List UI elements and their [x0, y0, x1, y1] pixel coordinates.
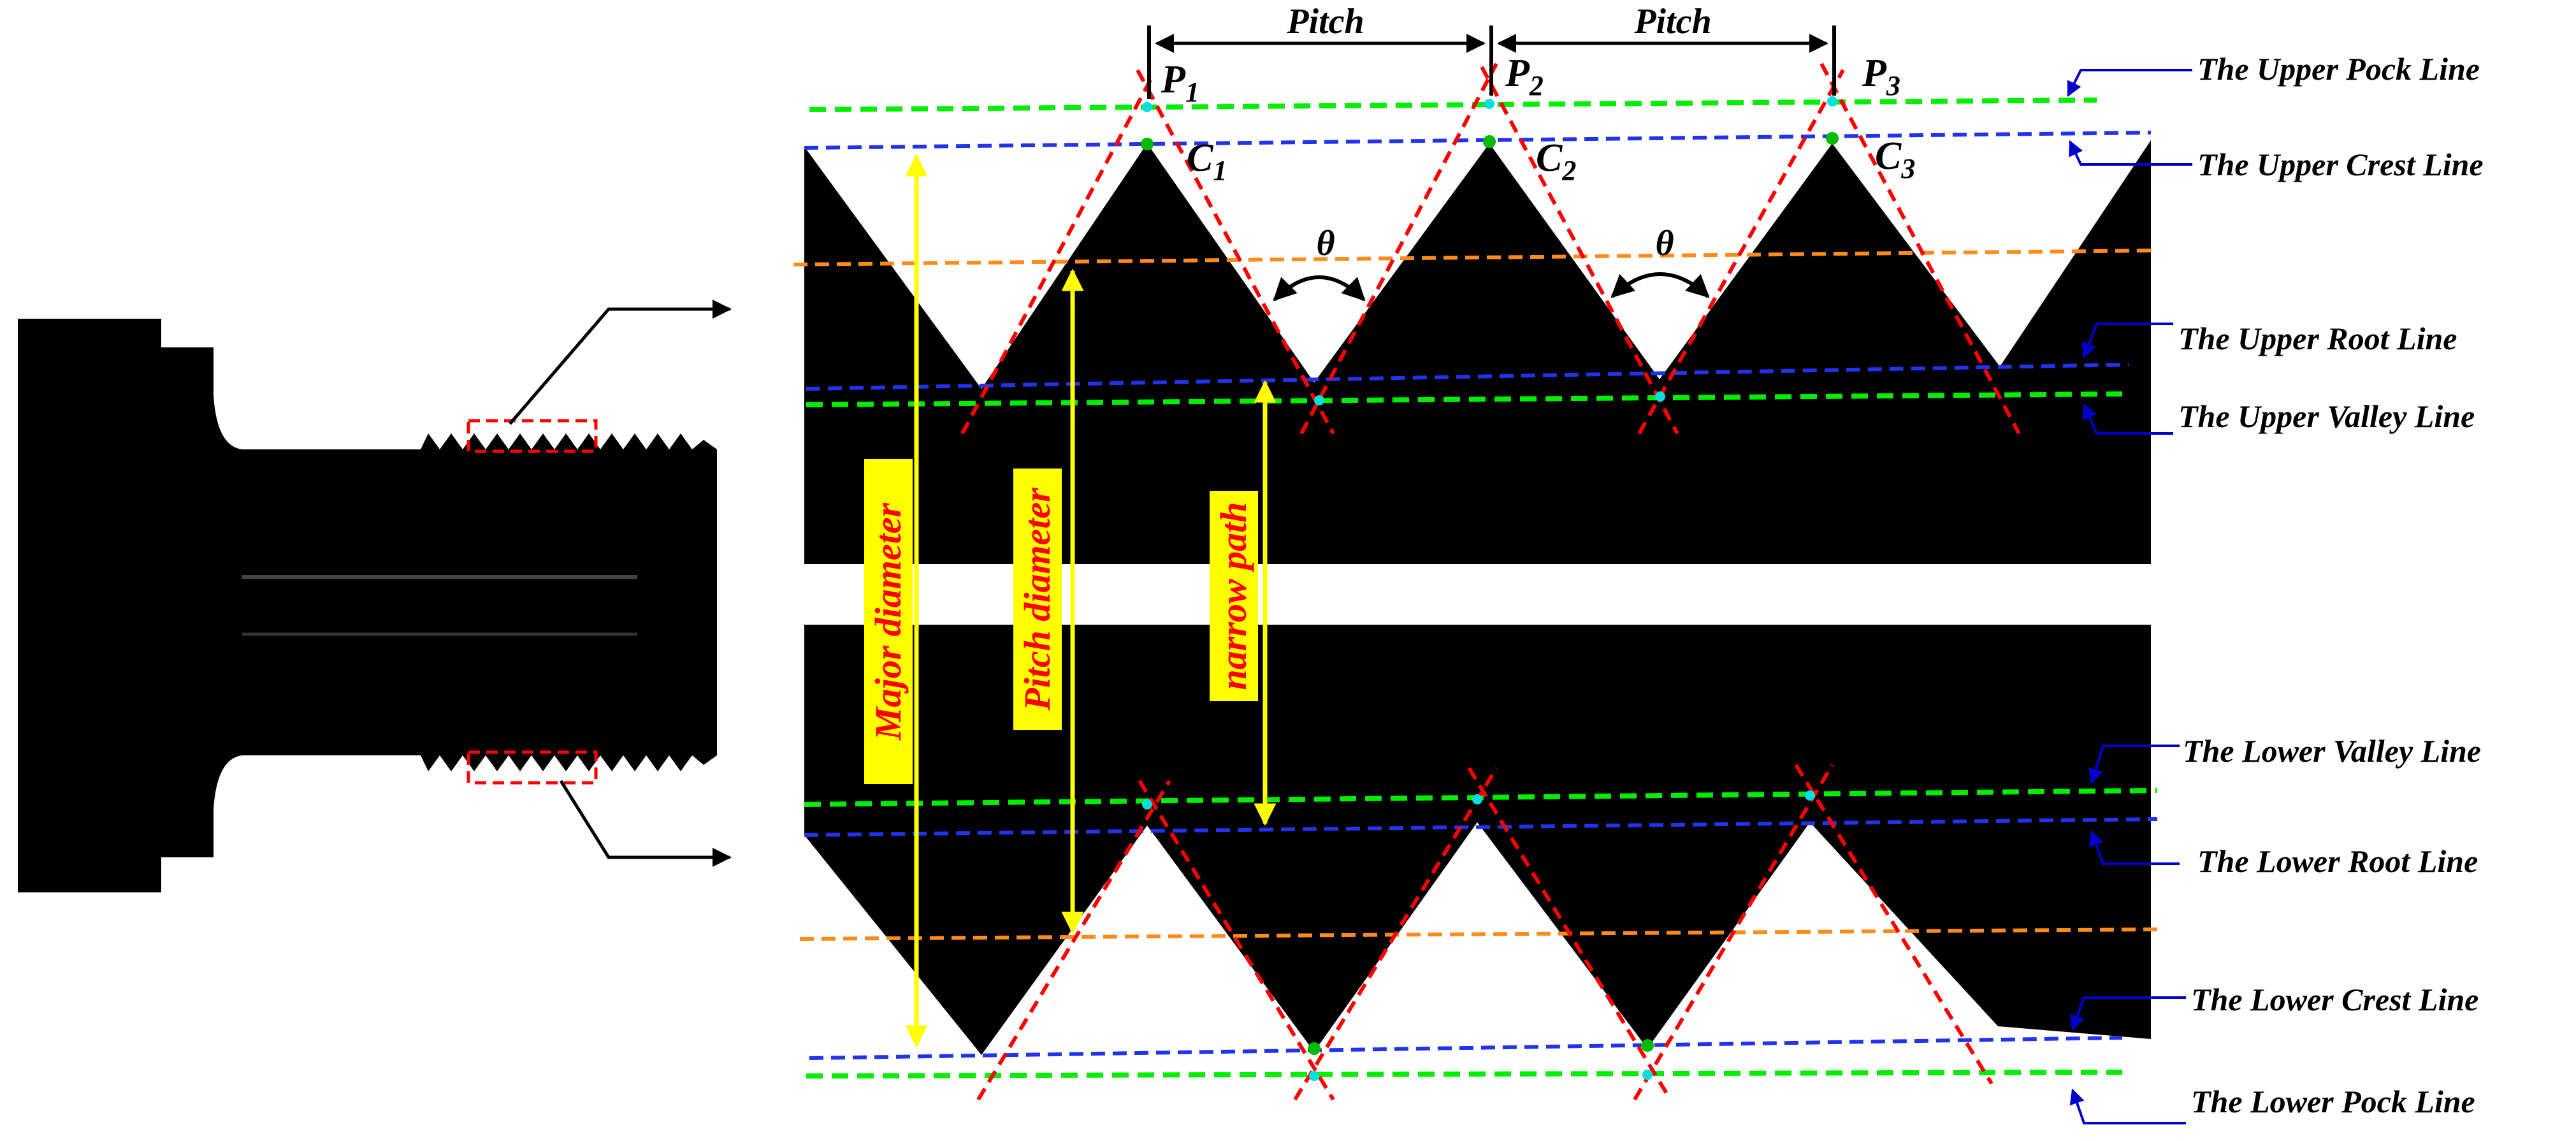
point-label-p1: P1 — [1161, 58, 1199, 108]
upper-crest-line — [804, 131, 2152, 150]
flank-line — [1480, 66, 1679, 435]
label-upper-pock-line: The Upper Pock Line — [2197, 51, 2480, 87]
label-upper-crest-line: The Upper Crest Line — [2197, 147, 2484, 182]
upper-thread-profile — [804, 140, 2151, 564]
label-lower-pock-line: The Lower Pock Line — [2191, 1084, 2475, 1119]
callout-lower-crest — [2070, 996, 2186, 1031]
upper-valley-line — [806, 391, 2123, 407]
upper-zoom-pointer — [509, 300, 732, 425]
lower-pock-line — [806, 1070, 2123, 1079]
valley-point — [1655, 391, 1665, 402]
pock-point — [1642, 1070, 1653, 1080]
diameter-dimensions: Major diameter Pitch diameter narrow pat… — [864, 154, 1277, 1048]
flank-line — [1637, 69, 1845, 435]
pitch-diameter-label: Pitch diameter — [1017, 488, 1058, 711]
line-name-labels: The Upper Pock Line The Upper Crest Line… — [2178, 51, 2484, 1119]
flank-line — [960, 75, 1154, 435]
pitch-diameter-box — [1013, 469, 1062, 730]
label-lower-valley-line: The Lower Valley Line — [2183, 733, 2481, 769]
label-lower-crest-line: The Lower Crest Line — [2191, 982, 2478, 1017]
crest-point — [1483, 135, 1496, 148]
crest-point — [1641, 1039, 1654, 1052]
point-label-c2: C2 — [1536, 136, 1576, 186]
theta-label-left: θ — [1316, 224, 1335, 263]
callout-upper-valley — [2082, 403, 2173, 435]
line-callouts — [2067, 69, 2192, 1124]
pock-point — [1309, 1071, 1319, 1081]
bolt-head — [18, 319, 161, 892]
narrow-path-label: narrow path — [1213, 502, 1254, 690]
valley-point — [1142, 799, 1152, 810]
major-diameter-label: Major diameter — [867, 503, 909, 741]
lower-thread-selection-box — [467, 750, 598, 785]
callout-upper-pock — [2067, 69, 2192, 98]
crest-point — [1141, 138, 1154, 150]
label-upper-root-line: The Upper Root Line — [2178, 321, 2457, 356]
theta-arc-right — [1610, 272, 1710, 298]
callout-upper-root — [2081, 323, 2173, 359]
lower-zoom-pointer — [559, 780, 732, 867]
flank-line — [976, 780, 1171, 1101]
lower-thread-fill — [804, 625, 2151, 1055]
bolt-silhouette — [18, 300, 732, 892]
lower-pitch-line — [799, 927, 2158, 941]
lower-root-line — [804, 817, 2158, 837]
narrow-path-box — [1210, 491, 1258, 701]
flank-line — [1136, 69, 1335, 435]
point-label-c1: C1 — [1187, 136, 1227, 186]
bolt-shoulder — [159, 347, 421, 857]
flank-line — [1633, 764, 1834, 1101]
callout-lower-root — [2089, 830, 2180, 865]
callout-lower-valley — [2088, 745, 2180, 785]
thread-angle-markers: θ θ — [1273, 224, 1710, 302]
crest-point — [1826, 132, 1839, 145]
major-diameter-box — [864, 459, 913, 784]
label-lower-root-line: The Lower Root Line — [2197, 843, 2478, 879]
flank-line — [1299, 62, 1498, 435]
valley-point — [1472, 794, 1482, 804]
pock-point — [1142, 102, 1152, 112]
theta-label-right: θ — [1655, 224, 1674, 263]
upper-root-line — [806, 363, 2129, 391]
pock-point — [1827, 96, 1837, 106]
lower-crest-line — [809, 1036, 2123, 1060]
measurement-points — [1141, 96, 1839, 1081]
pitch-label-left: Pitch — [1286, 2, 1364, 41]
pitch-dimensions: Pitch Pitch — [1147, 2, 1836, 99]
upper-pock-line — [809, 98, 2097, 112]
flank-line — [1820, 62, 2021, 435]
pitch-label-right: Pitch — [1633, 2, 1711, 41]
callout-lower-pock — [2069, 1088, 2186, 1124]
lower-thread-profile — [804, 625, 2151, 1055]
upper-pitch-line — [793, 249, 2155, 266]
pock-point — [1484, 99, 1494, 109]
flank-line — [1293, 767, 1498, 1101]
point-label-c3: C3 — [1875, 134, 1915, 184]
point-label-p2: P2 — [1505, 52, 1544, 101]
point-label-p3: P3 — [1862, 52, 1900, 101]
upper-thread-selection-box — [467, 419, 598, 453]
crest-point — [1308, 1042, 1321, 1055]
flank-line — [1794, 764, 1994, 1085]
flank-lines — [960, 62, 2021, 1101]
bolt-threaded-section — [421, 433, 717, 771]
flank-line — [1138, 780, 1335, 1101]
valley-point — [1805, 790, 1815, 801]
flank-line — [1467, 767, 1670, 1098]
point-labels: P1 P2 P3 C1 C2 C3 — [1161, 52, 1915, 186]
upper-thread-fill — [804, 140, 2151, 564]
callout-upper-crest — [2069, 140, 2192, 166]
theta-arc-left — [1273, 275, 1366, 302]
label-upper-valley-line: The Upper Valley Line — [2178, 398, 2475, 434]
valley-point — [1314, 395, 1324, 405]
